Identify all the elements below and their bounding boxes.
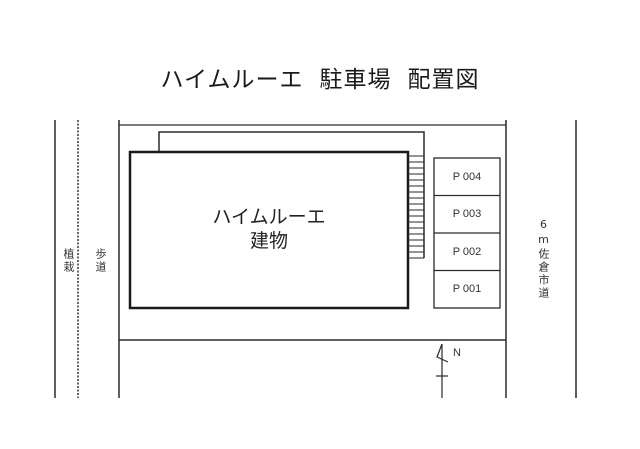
stairs — [408, 155, 424, 259]
north-label: N — [453, 347, 461, 359]
building-label: ハイムルーエ 建物 — [130, 205, 408, 253]
walkway-outline — [158, 131, 425, 258]
road-label: 6m佐倉市道 — [537, 218, 550, 300]
title-subject: 駐車場 — [319, 67, 392, 93]
parking-block — [433, 157, 501, 309]
title-property-name: ハイムルーエ — [160, 67, 304, 93]
building-type: 建物 — [249, 230, 288, 252]
page-title: ハイムルーエ駐車場配置図 — [0, 60, 640, 94]
parking-slot-p003: P 003 — [452, 208, 482, 220]
planting-label: 植栽 — [62, 248, 75, 274]
building-name: ハイムルーエ — [212, 206, 326, 228]
north-arrow-icon — [436, 343, 449, 398]
parking-slot-p002: P 002 — [452, 246, 482, 258]
sidewalk-label: 歩道 — [94, 248, 107, 274]
parking-slot-p001: P 001 — [452, 283, 482, 295]
parking-slot-p004: P 004 — [452, 171, 482, 183]
building-outline — [128, 150, 410, 310]
title-type: 配置図 — [407, 67, 480, 93]
